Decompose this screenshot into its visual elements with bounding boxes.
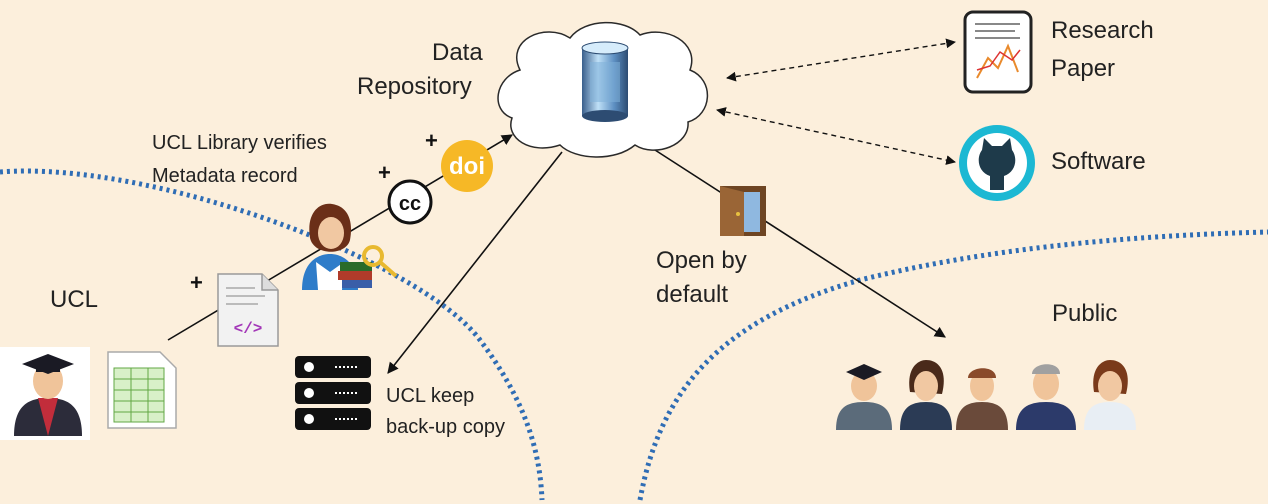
research-paper-label-line2: Paper [1051, 55, 1116, 82]
open-label-line1: Open by [656, 247, 747, 274]
backup-label-line1: UCL keep [386, 385, 475, 407]
plus-cc: + [378, 160, 391, 185]
doi-badge-text: doi [449, 153, 485, 180]
code-file-icon: </> [217, 273, 279, 347]
server-icon [295, 356, 371, 430]
librarian-icon [302, 203, 398, 290]
ucl-label: UCL [50, 286, 99, 313]
paper-link-arrow [726, 38, 956, 82]
spreadsheet-icon [107, 351, 177, 429]
public-label: Public [1052, 300, 1118, 327]
library-label-line1: UCL Library verifies [152, 132, 327, 154]
research-paper-icon [963, 10, 1033, 94]
plus-doi: + [425, 128, 438, 153]
github-icon [959, 125, 1035, 201]
code-file-text: </> [234, 320, 263, 338]
backup-arrow [387, 151, 563, 374]
cc-badge-text: cc [399, 193, 421, 215]
people-icon [836, 360, 1136, 430]
open-access-arrow [654, 149, 946, 338]
repository-label-line2: Repository [357, 73, 472, 100]
database-icon [581, 41, 629, 122]
open-label-line2: default [656, 281, 729, 308]
research-paper-label-line1: Research [1051, 17, 1154, 44]
software-label: Software [1051, 148, 1146, 175]
cc-icon: cc [387, 179, 433, 225]
repository-label-line1: Data [432, 39, 483, 66]
software-link-arrow [716, 107, 956, 165]
door-icon [720, 186, 766, 236]
backup-label-line2: back-up copy [386, 416, 505, 438]
plus-code: + [190, 270, 203, 295]
doi-icon: doi [441, 140, 493, 192]
public-boundary-line [637, 229, 1268, 501]
library-label-line2: Metadata record [152, 165, 298, 187]
graduate-icon [0, 347, 90, 440]
